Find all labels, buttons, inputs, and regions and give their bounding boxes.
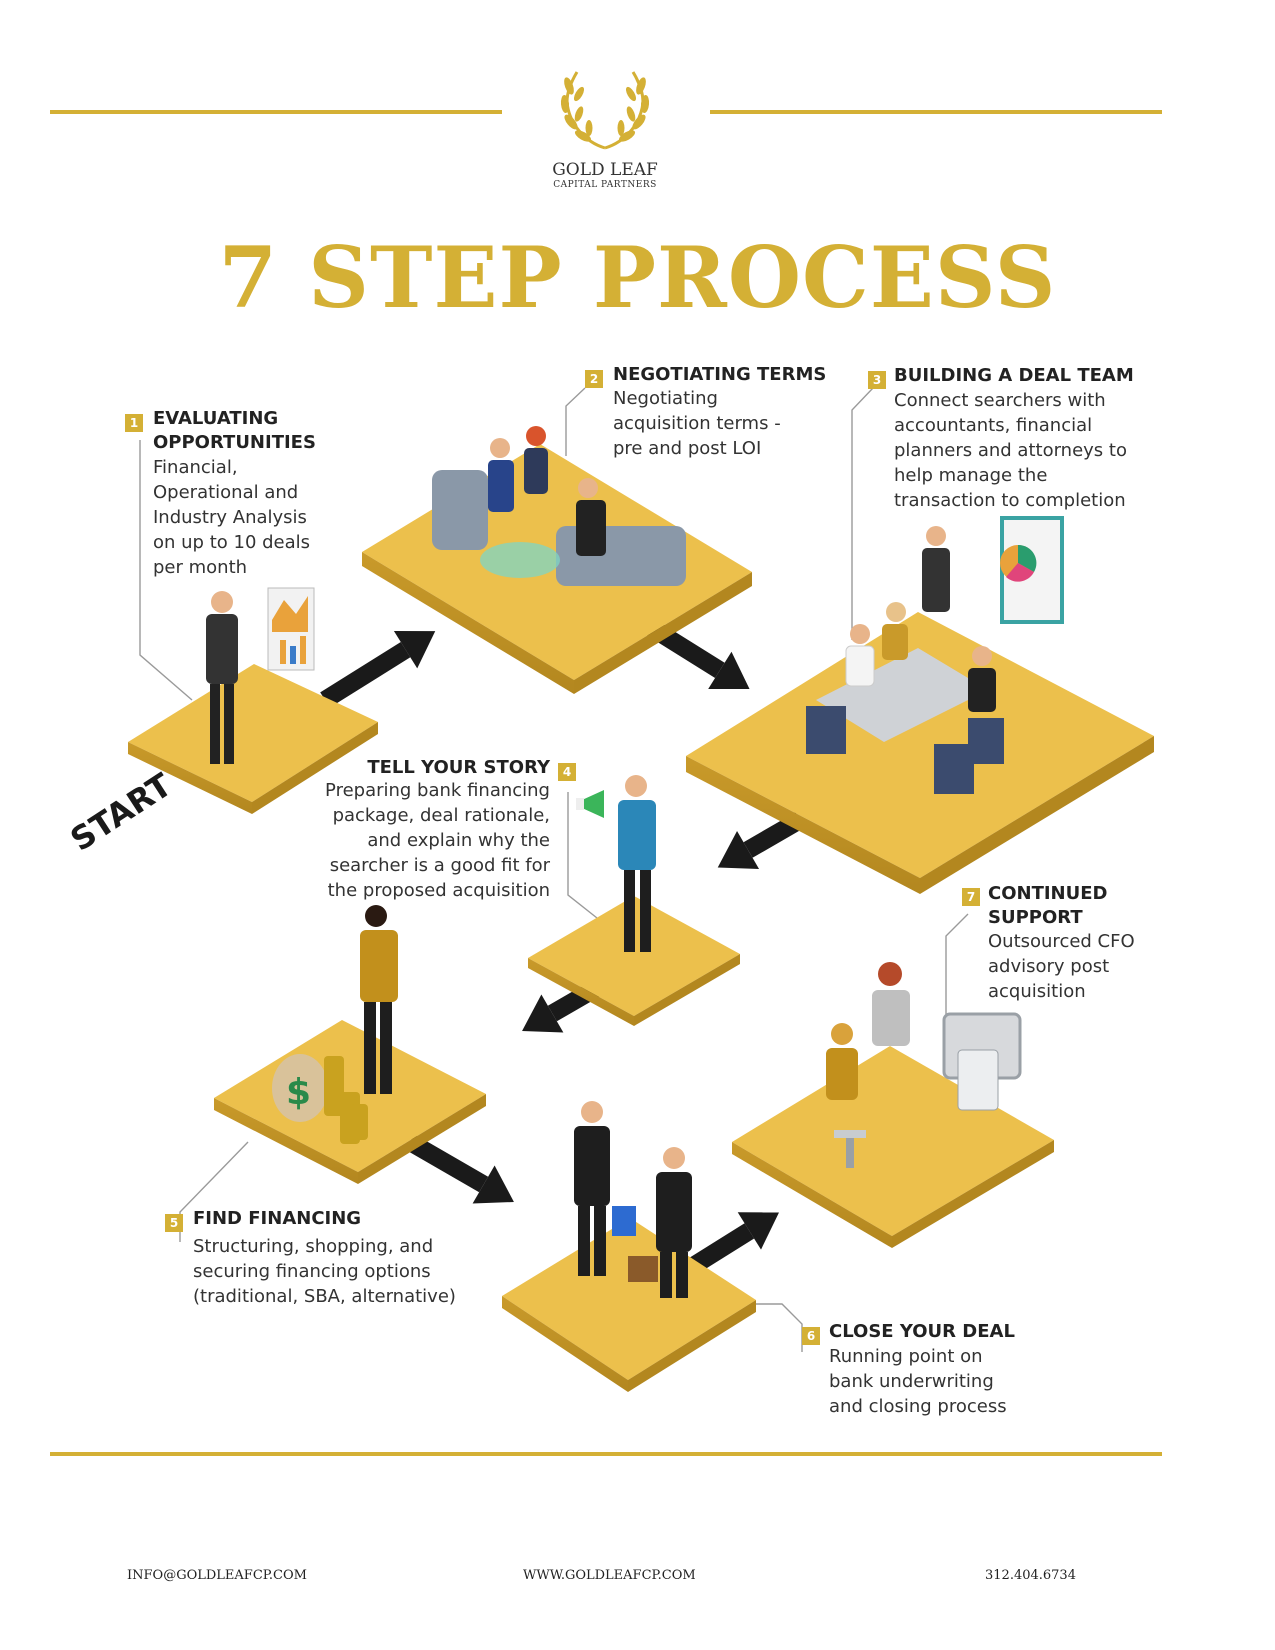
- start-label: START: [64, 766, 179, 859]
- step-1-title: EVALUATING OPPORTUNITIES: [153, 407, 316, 455]
- step-7-desc-line: Outsourced CFO: [988, 931, 1135, 952]
- financing-scene: $: [272, 905, 398, 1144]
- step-5-desc-line: securing financing options: [193, 1261, 431, 1282]
- platform-1: [128, 664, 378, 814]
- step-7-description: Outsourced CFO advisory post acquisition: [988, 929, 1135, 1004]
- step-1-title-line2: OPPORTUNITIES: [153, 432, 316, 453]
- step-7-title: CONTINUED SUPPORT: [988, 882, 1107, 930]
- step-2-desc-line: Negotiating: [613, 388, 718, 409]
- step-6-desc-line: bank underwriting: [829, 1371, 994, 1392]
- page-title: 7 STEP PROCESS: [218, 228, 1057, 327]
- deal-team-scene: [806, 516, 1064, 794]
- step-3-badge: 3: [868, 371, 886, 389]
- step-4-desc-line: and explain why the: [367, 830, 550, 851]
- step-7-badge: 7: [962, 888, 980, 906]
- closing-handshake: [574, 1101, 692, 1298]
- leader-line-1: [139, 440, 193, 701]
- step-5-desc-line: Structuring, shopping, and: [193, 1236, 434, 1257]
- step-1-desc-line: Financial,: [153, 457, 238, 478]
- step-5-desc-line: (traditional, SBA, alternative): [193, 1286, 456, 1307]
- platform-6: [502, 1218, 756, 1392]
- step-4-desc-line: package, deal rationale,: [332, 805, 550, 826]
- step-3-title: BUILDING A DEAL TEAM: [894, 365, 1134, 386]
- step-5-badge: 5: [165, 1214, 183, 1232]
- step-5-title: FIND FINANCING: [193, 1208, 362, 1229]
- footer-website-link[interactable]: WWW.GOLDLEAFCP.COM: [523, 1568, 696, 1583]
- step-1-desc-line: Industry Analysis: [153, 507, 307, 528]
- step-1-description: Financial, Operational and Industry Anal…: [153, 455, 310, 580]
- platform-4: [528, 896, 740, 1026]
- step-2-badge: 2: [585, 370, 603, 388]
- arrow-6-to-7: [685, 1212, 780, 1276]
- analyst-figure: [206, 587, 315, 764]
- step-1-desc-line: on up to 10 deals: [153, 532, 311, 553]
- step-6-badge: 6: [802, 1327, 820, 1345]
- step-3-description: Connect searchers with accountants, fina…: [894, 388, 1127, 513]
- footer-email-link[interactable]: INFO@GOLDLEAFCP.COM: [127, 1568, 307, 1583]
- step-2-description: Negotiating acquisition terms - pre and …: [613, 386, 781, 461]
- step-4-desc-line: Preparing bank financing: [325, 780, 550, 801]
- negotiation-scene: [432, 426, 686, 586]
- leader-line-5: [179, 1141, 249, 1242]
- footer-phone[interactable]: 312.404.6734: [985, 1568, 1076, 1583]
- step-3-desc-line: transaction to completion: [894, 490, 1126, 511]
- platform-3: [686, 612, 1154, 894]
- step-6-desc-line: and closing process: [829, 1396, 1007, 1417]
- header-rule-left: [50, 110, 502, 114]
- step-4-title: TELL YOUR STORY: [367, 757, 550, 778]
- step-4-desc-line: the proposed acquisition: [327, 880, 550, 901]
- step-6-title: CLOSE YOUR DEAL: [829, 1321, 1015, 1342]
- step-5-description: Structuring, shopping, and securing fina…: [193, 1234, 456, 1309]
- footer-rule: [50, 1452, 1162, 1456]
- step-6-desc-line: Running point on: [829, 1346, 983, 1367]
- brand-tagline: CAPITAL PARTNERS: [553, 180, 657, 190]
- step-2-desc-line: pre and post LOI: [613, 438, 762, 459]
- arrow-1-to-2: [320, 631, 436, 708]
- step-1-desc-line: per month: [153, 557, 248, 578]
- leader-line-2: [565, 387, 586, 456]
- step-7-title-line2: SUPPORT: [988, 907, 1083, 928]
- step-3-desc-line: planners and attorneys to: [894, 440, 1127, 461]
- leader-line-4: [567, 792, 598, 919]
- step-2-desc-line: acquisition terms -: [613, 413, 781, 434]
- leader-line-6: [756, 1303, 803, 1352]
- step-3-desc-line: accountants, financial: [894, 415, 1093, 436]
- support-scene: [826, 962, 1022, 1168]
- header-rule-right: [710, 110, 1162, 114]
- platform-7: [732, 1046, 1054, 1248]
- leader-line-3: [851, 387, 874, 640]
- step-1-title-line1: EVALUATING: [153, 408, 279, 429]
- leader-line-7: [945, 913, 969, 1030]
- step-7-title-line1: CONTINUED: [988, 883, 1108, 904]
- storyteller-figure: [576, 775, 656, 952]
- brand-name: GOLD LEAF: [552, 160, 658, 180]
- step-2-title: NEGOTIATING TERMS: [613, 364, 827, 385]
- step-4-desc-line: searcher is a good fit for: [329, 855, 550, 876]
- step-7-desc-line: advisory post: [988, 956, 1110, 977]
- step-4-badge: 4: [558, 763, 576, 781]
- step-1-desc-line: Operational and: [153, 482, 299, 503]
- step-7-desc-line: acquisition: [988, 981, 1086, 1002]
- arrow-5-to-6: [405, 1134, 514, 1204]
- svg-text:$: $: [286, 1072, 311, 1113]
- step-6-description: Running point on bank underwriting and c…: [829, 1344, 1007, 1419]
- step-1-badge: 1: [125, 414, 143, 432]
- step-3-desc-line: help manage the: [894, 465, 1048, 486]
- laurel-wreath-icon: [560, 71, 650, 150]
- step-4-description: Preparing bank financing package, deal r…: [260, 778, 550, 903]
- step-3-desc-line: Connect searchers with: [894, 390, 1106, 411]
